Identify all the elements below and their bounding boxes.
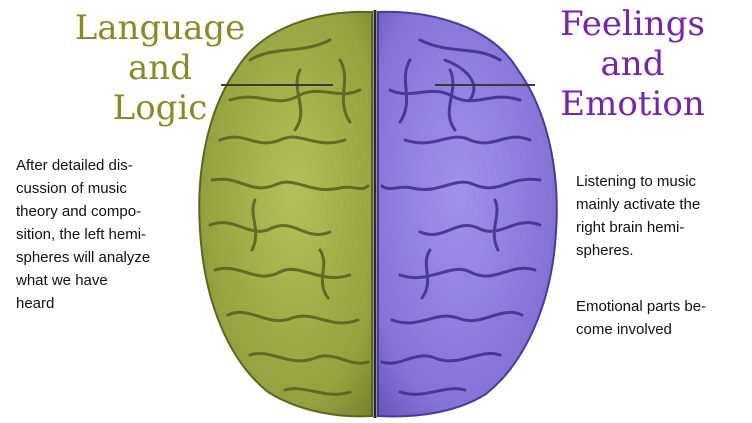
right-title-line-1: Feelings	[520, 4, 745, 44]
right-description-paragraph-1: Listening to music mainly activate the r…	[576, 170, 751, 262]
left-title-line-3: Logic	[40, 88, 280, 128]
left-description: After detailed dis- cussion of music the…	[16, 154, 206, 315]
left-title: Language and Logic	[40, 8, 280, 128]
right-description-paragraph-2: Emotional parts be- come involved	[576, 295, 751, 341]
right-title: Feelings and Emotion	[520, 4, 745, 124]
right-title-line-2: and	[520, 44, 745, 84]
left-title-line-2: and	[40, 48, 280, 88]
left-title-line-1: Language	[40, 8, 280, 48]
right-title-line-3: Emotion	[520, 84, 745, 124]
right-description: Listening to music mainly activate the r…	[576, 147, 751, 364]
